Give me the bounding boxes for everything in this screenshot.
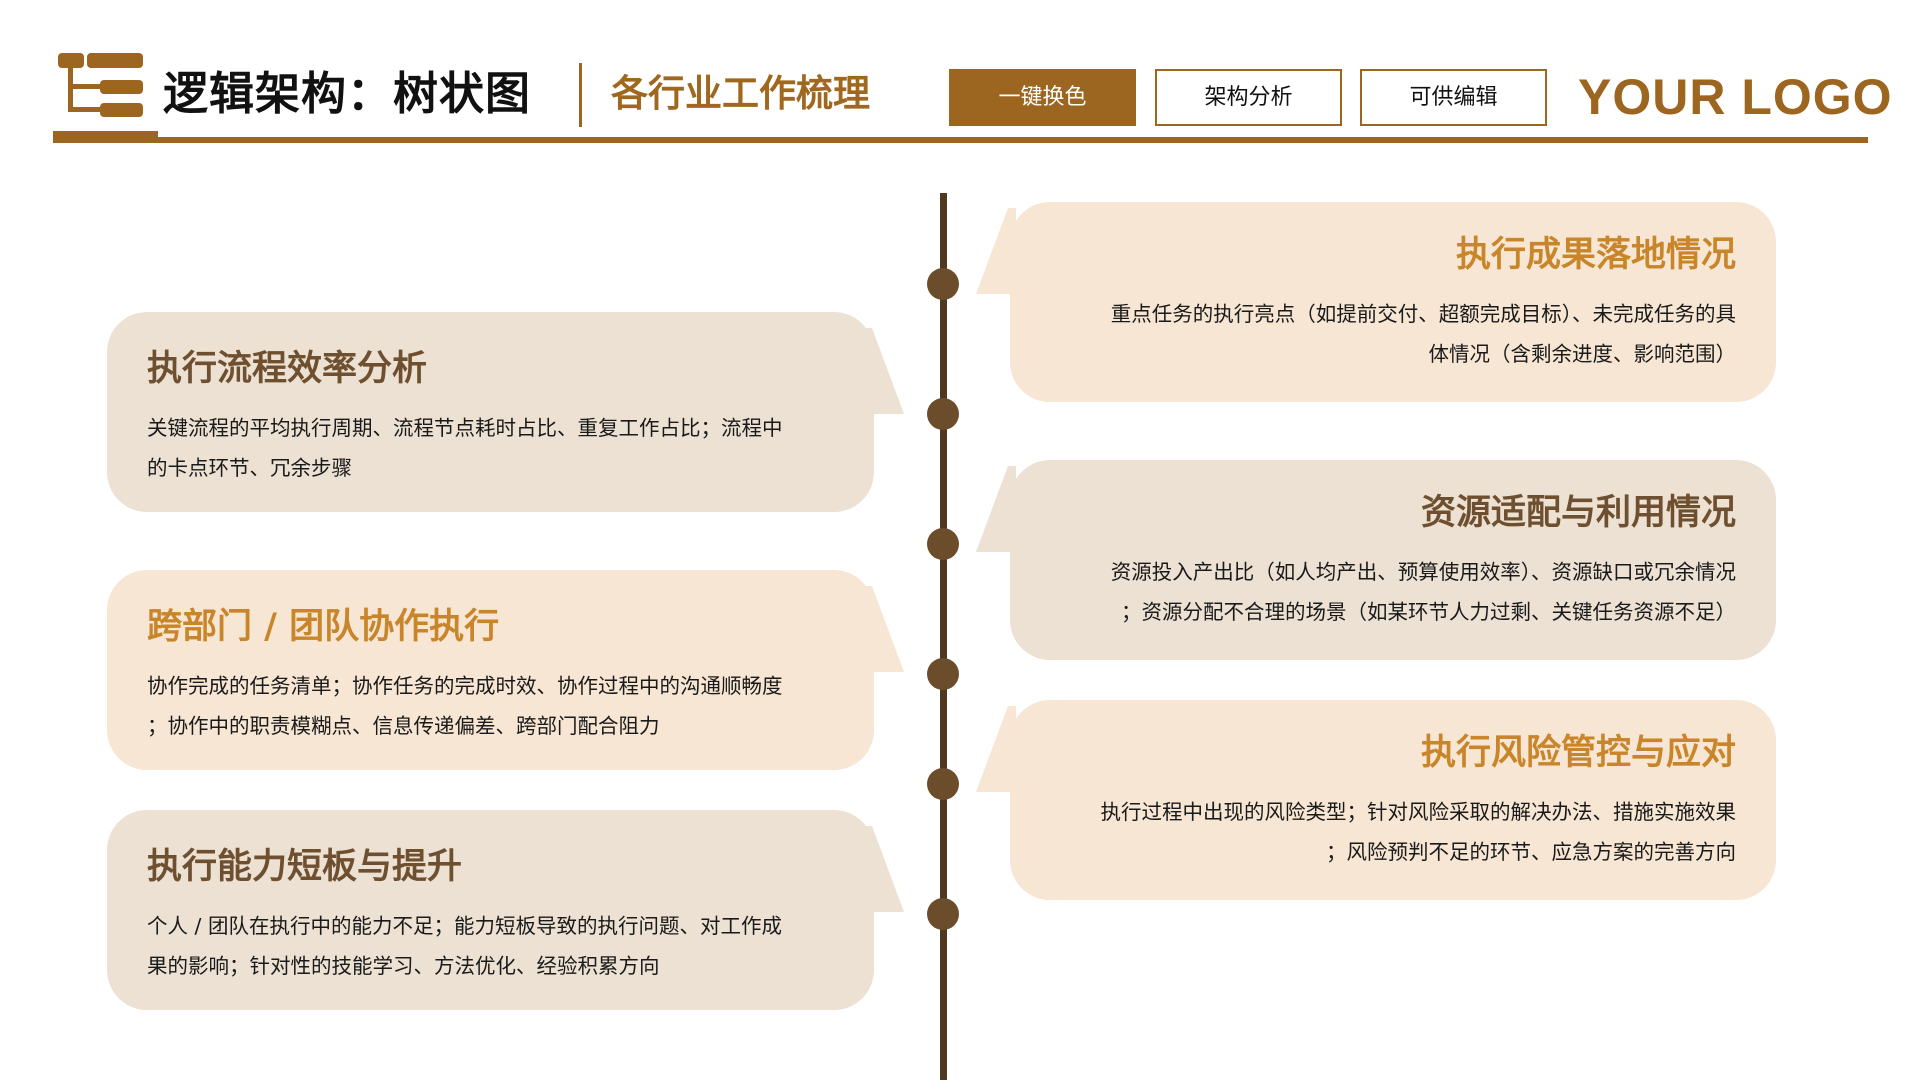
- icon-mid-branch: [100, 80, 143, 94]
- timeline-node: [927, 528, 959, 560]
- card-title: 资源适配与利用情况: [1420, 493, 1736, 533]
- icon-connector-mid: [68, 84, 102, 89]
- card-cross-team-collaboration: 跨部门 / 团队协作执行 协作完成的任务清单；协作任务的完成时效、协作过程中的沟…: [107, 570, 904, 770]
- header-underline-accent: [53, 131, 158, 143]
- page-subtitle: 各行业工作梳理: [611, 72, 870, 115]
- card-body-line: ；资源分配不合理的场景（如某环节人力过剩、关键任务资源不足）: [1121, 600, 1736, 624]
- card-body: 重点任务的执行亮点（如提前交付、超额完成目标）、未完成任务的具 体情况（含剩余进…: [1036, 294, 1736, 374]
- card-process-efficiency: 执行流程效率分析 关键流程的平均执行周期、流程节点耗时占比、重复工作占比；流程中…: [107, 312, 904, 512]
- speech-tail-icon: [864, 328, 904, 414]
- card-risk-control: 执行风险管控与应对 执行过程中出现的风险类型；针对风险采取的解决办法、措施实施效…: [976, 700, 1776, 900]
- architecture-analysis-button[interactable]: 架构分析: [1155, 69, 1342, 126]
- timeline-node: [927, 898, 959, 930]
- card-body-line: 关键流程的平均执行周期、流程节点耗时占比、重复工作占比；流程中: [147, 416, 783, 440]
- icon-top-branch: [87, 53, 143, 68]
- card-body-line: 资源投入产出比（如人均产出、预算使用效率）、资源缺口或冗余情况: [1110, 560, 1736, 584]
- card-title: 跨部门 / 团队协作执行: [147, 607, 500, 647]
- card-body-line: 执行过程中出现的风险类型；针对风险采取的解决办法、措施实施效果: [1100, 800, 1737, 824]
- timeline-node: [927, 398, 959, 430]
- card-body: 资源投入产出比（如人均产出、预算使用效率）、资源缺口或冗余情况 ；资源分配不合理…: [1036, 552, 1736, 632]
- change-color-button[interactable]: 一键换色: [949, 69, 1136, 126]
- card-body-line: 果的影响；针对性的技能学习、方法优化、经验积累方向: [147, 954, 660, 978]
- speech-tail-icon: [864, 586, 904, 672]
- card-title: 执行能力短板与提升: [147, 847, 463, 887]
- logo: YOUR LOGO: [1578, 69, 1893, 125]
- icon-connector-bottom: [68, 107, 102, 112]
- speech-tail-icon: [976, 208, 1016, 294]
- card-body-line: 重点任务的执行亮点（如提前交付、超额完成目标）、未完成任务的具: [1110, 302, 1736, 326]
- card-body-line: 个人 / 团队在执行中的能力不足；能力短板导致的执行问题、对工作成: [147, 914, 782, 938]
- card-title: 执行风险管控与应对: [1420, 733, 1736, 773]
- card-body-line: ；协作中的职责模糊点、信息传递偏差、跨部门配合阻力: [147, 714, 660, 738]
- card-body: 协作完成的任务清单；协作任务的完成时效、协作过程中的沟通顺畅度 ；协作中的职责模…: [147, 666, 847, 746]
- page-title: 逻辑架构：树状图: [163, 67, 532, 120]
- timeline-node: [927, 268, 959, 300]
- header-underline: [53, 137, 1868, 143]
- card-capability-gaps: 执行能力短板与提升 个人 / 团队在执行中的能力不足；能力短板导致的执行问题、对…: [107, 810, 904, 1010]
- editable-button[interactable]: 可供编辑: [1360, 69, 1547, 126]
- card-title: 执行成果落地情况: [1455, 235, 1736, 275]
- icon-trunk: [68, 66, 73, 112]
- icon-bottom-branch: [100, 103, 143, 117]
- timeline-line: [940, 193, 947, 1080]
- tree-structure-icon: [54, 52, 146, 122]
- card-execution-results: 执行成果落地情况 重点任务的执行亮点（如提前交付、超额完成目标）、未完成任务的具…: [976, 202, 1776, 402]
- card-body-line: 体情况（含剩余进度、影响范围）: [1428, 342, 1737, 366]
- card-resource-utilization: 资源适配与利用情况 资源投入产出比（如人均产出、预算使用效率）、资源缺口或冗余情…: [976, 460, 1776, 660]
- card-body: 执行过程中出现的风险类型；针对风险采取的解决办法、措施实施效果 ；风险预判不足的…: [1036, 792, 1737, 872]
- card-body-line: 的卡点环节、冗余步骤: [147, 456, 352, 480]
- speech-tail-icon: [976, 706, 1016, 792]
- card-body: 个人 / 团队在执行中的能力不足；能力短板导致的执行问题、对工作成 果的影响；针…: [147, 906, 847, 986]
- title-divider: [579, 63, 582, 127]
- speech-tail-icon: [864, 826, 904, 912]
- timeline-node: [927, 768, 959, 800]
- speech-tail-icon: [976, 466, 1016, 552]
- timeline-node: [927, 658, 959, 690]
- card-body-line: 协作完成的任务清单；协作任务的完成时效、协作过程中的沟通顺畅度: [147, 674, 783, 698]
- card-title: 执行流程效率分析: [147, 349, 428, 389]
- icon-root-block: [58, 53, 84, 68]
- card-body-line: ；风险预判不足的环节、应急方案的完善方向: [1326, 840, 1736, 864]
- card-body: 关键流程的平均执行周期、流程节点耗时占比、重复工作占比；流程中 的卡点环节、冗余…: [147, 408, 847, 488]
